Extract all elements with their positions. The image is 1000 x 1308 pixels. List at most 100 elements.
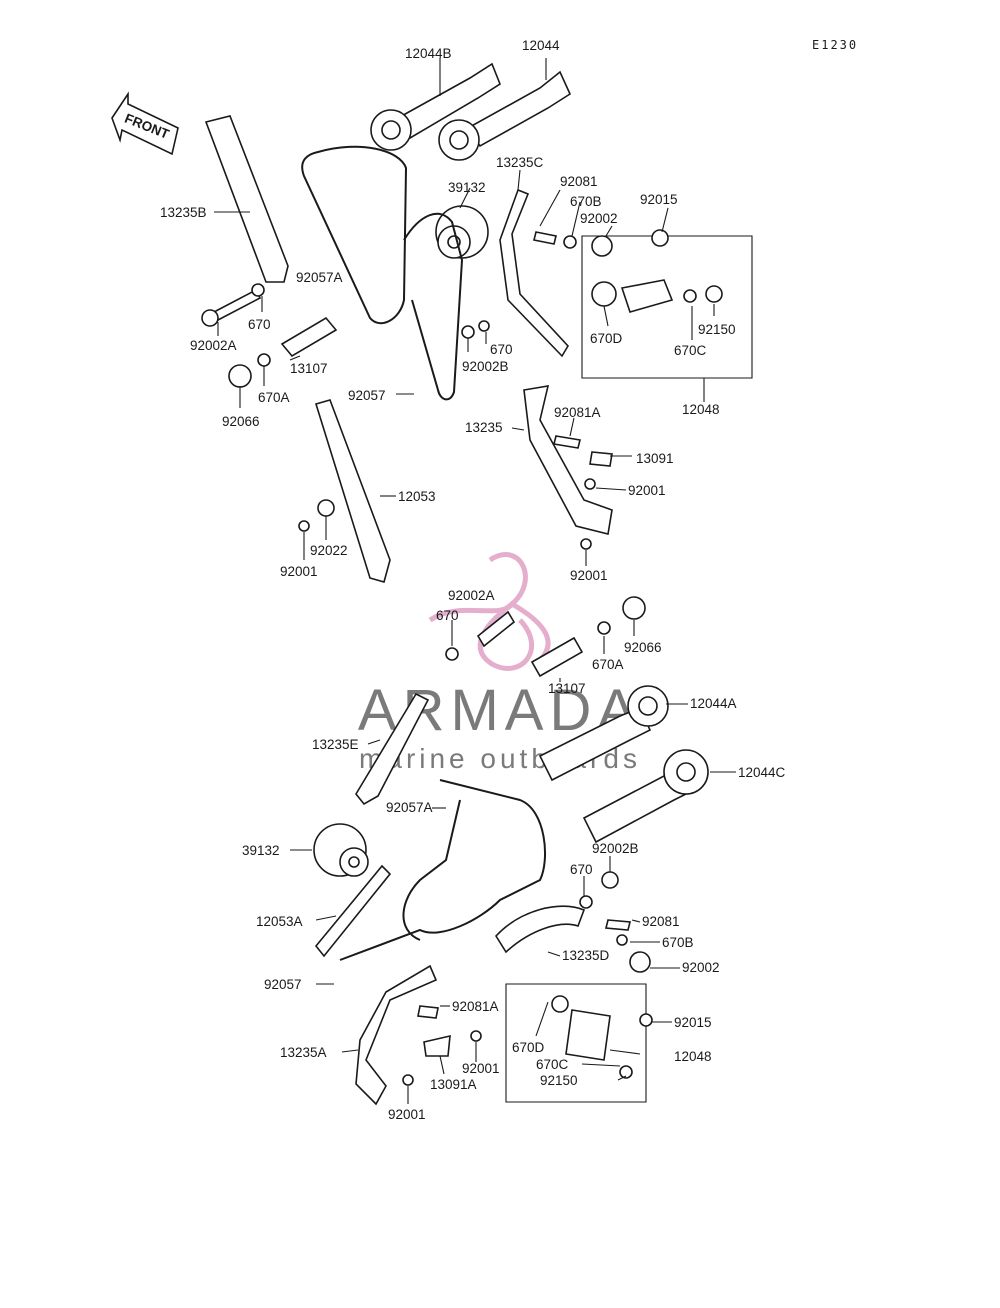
part-labels: 12044B 12044 13235B 39132 13235C 92081 6… [160,38,786,1122]
bolt-92001-upper-b [584,478,596,490]
label-92057: 92057 [348,388,386,403]
label-12044a: 12044A [690,696,737,711]
chain-guide-13235d [494,905,586,954]
label-92150-lower: 92150 [540,1073,578,1088]
chain-guide-13235b [204,115,289,283]
cap-92002-lower [629,951,651,973]
spring-92081 [533,231,557,245]
label-92002a-lower: 92002A [448,588,495,603]
label-670a: 670A [258,390,290,405]
chain-guide-12053 [314,399,391,583]
label-12048-lower: 12048 [674,1049,712,1064]
label-13107-lower: 13107 [548,681,586,696]
chain-tensioner-upper [591,229,723,313]
label-92002b-lower: 92002B [592,841,639,856]
label-92081a-lower: 92081A [452,999,499,1014]
bolt-92002b-lower [601,871,619,889]
label-12044b: 12044B [405,46,452,61]
o-ring-670b [563,235,577,249]
label-670-lower: 670 [436,608,459,623]
plug-92066-lower [622,596,646,620]
label-670a-lower: 670A [592,657,624,672]
label-92057a-lower: 92057A [386,800,433,815]
o-ring-670-lower [445,647,459,661]
idler-gear-39132-lower [313,823,369,877]
label-92057a: 92057A [296,270,343,285]
cam-chain-lower [339,779,546,961]
chain-guide-12053a [314,864,392,958]
plate-13091 [589,451,613,467]
label-670-lower-b: 670 [570,862,593,877]
cap-92002 [591,235,613,257]
label-13235: 13235 [465,420,503,435]
label-13107: 13107 [290,361,328,376]
label-92015-lower: 92015 [674,1015,712,1030]
label-92150: 92150 [698,322,736,337]
label-92081: 92081 [560,174,598,189]
label-39132: 39132 [448,180,486,195]
tensioner-box-12048-lower [505,983,647,1103]
label-92001-lower-b: 92001 [388,1107,426,1122]
label-670: 670 [248,317,271,332]
label-670c-lower: 670C [536,1057,569,1072]
o-ring-670b-lower [616,934,628,946]
label-92066: 92066 [222,414,260,429]
diagram-code: E1230 [812,38,858,52]
o-ring-670-upper-b [478,320,490,332]
label-92001-c: 92001 [570,568,608,583]
idler-gear-39132 [435,205,489,259]
spring-92081a-upper [553,435,581,449]
chain-tensioner-lower [551,995,653,1079]
spring-92081-lower [604,919,632,931]
label-13235b: 13235B [160,205,207,220]
chain-guide-13235 [523,385,613,535]
bolt-92001-upper-c [580,538,592,550]
label-92002b: 92002B [462,359,509,374]
tensioner-box-12048 [581,235,753,379]
label-92081-lower: 92081 [642,914,680,929]
chain-guide-13235c [499,188,569,358]
label-670-b: 670 [490,342,513,357]
label-92081a: 92081A [554,405,601,420]
bolt-92002a-upper [201,288,262,327]
label-92002: 92002 [580,211,618,226]
bolt-92001-lower-b [402,1074,414,1086]
chain-guide-13235e [355,692,430,806]
bolt-92002b-upper [461,325,475,339]
label-670d: 670D [590,331,623,346]
bolt-92001-upper-a [298,520,310,532]
label-13235a: 13235A [280,1045,327,1060]
label-12048: 12048 [682,402,720,417]
pin-13107-lower [530,636,584,678]
label-13091a: 13091A [430,1077,477,1092]
label-92002-lower: 92002 [682,960,720,975]
camshaft-12044 [438,70,572,161]
label-92022: 92022 [310,543,348,558]
spring-92081a-lower [417,1005,439,1019]
label-13091: 13091 [636,451,674,466]
cam-chain-lower-b [402,799,461,941]
label-12053: 12053 [398,489,436,504]
label-92001-a: 92001 [628,483,666,498]
label-92015: 92015 [640,192,678,207]
bolt-92002a-lower [476,610,516,648]
label-13235e: 13235E [312,737,359,752]
label-670b-lower: 670B [662,935,694,950]
o-ring-670-upper [251,283,265,297]
o-ring-670a-upper [257,353,271,367]
pin-13107-upper [280,316,338,358]
label-12044: 12044 [522,38,560,53]
label-12044c: 12044C [738,765,786,780]
cam-chain-upper [301,145,408,325]
camshaft-12044b [370,62,501,151]
o-ring-670a-lower [597,621,611,635]
plug-92066-upper [228,364,252,388]
camshaft-12044c [582,749,709,844]
label-92001-b: 92001 [280,564,318,579]
front-arrow-icon: FRONT [111,91,179,156]
cam-chain-upper-rear [403,212,464,401]
label-39132-lower: 39132 [242,843,280,858]
label-13235d: 13235D [562,948,610,963]
bolt-92001-lower-a [470,1030,482,1042]
washer-92022 [317,499,335,517]
